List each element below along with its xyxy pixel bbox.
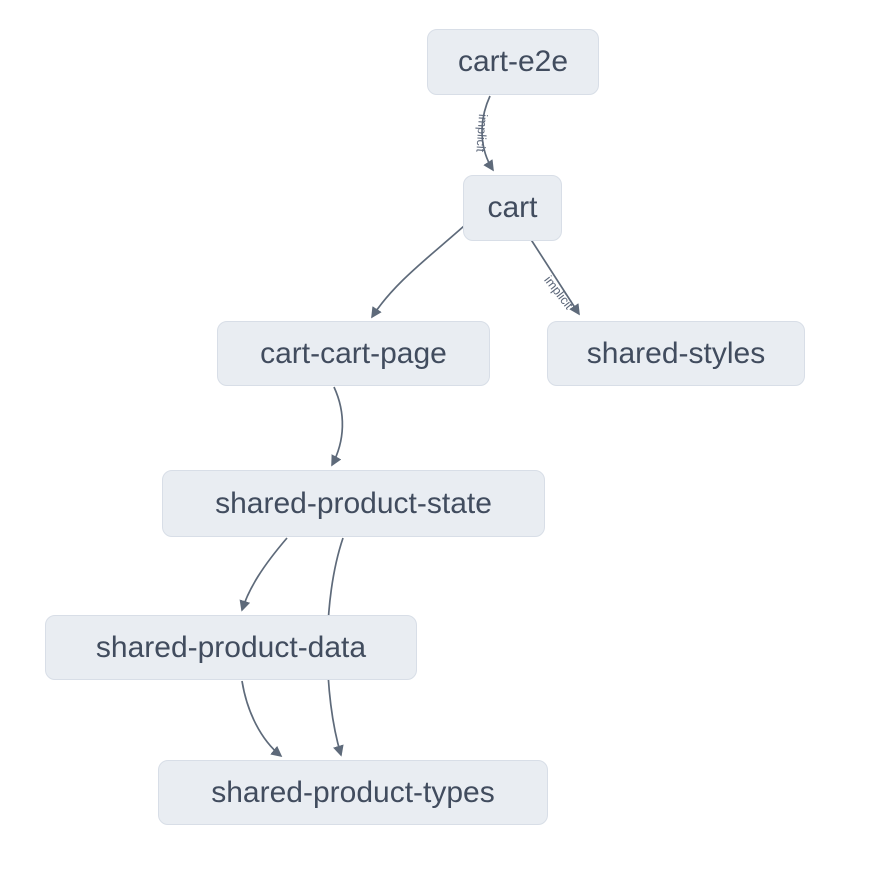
edge-cart-cart-page-to-shared-product-state xyxy=(331,386,344,467)
edge-cart-e2e-to-cart xyxy=(481,95,494,172)
edge-label-implicit-cart-e2e: implicit xyxy=(473,114,490,154)
node-shared-styles[interactable]: shared-styles xyxy=(547,321,805,386)
edge-cart-to-shared-styles xyxy=(529,237,580,316)
edge-label-implicit-shared-styles: implicit xyxy=(541,273,576,312)
node-shared-product-state[interactable]: shared-product-state xyxy=(162,470,545,537)
edge-shared-product-data-to-shared-product-types xyxy=(241,680,283,758)
edge-shared-product-state-to-shared-product-data xyxy=(239,537,288,612)
edge-cart-to-cart-cart-page xyxy=(371,225,465,319)
node-shared-product-data[interactable]: shared-product-data xyxy=(45,615,417,680)
node-cart-cart-page[interactable]: cart-cart-page xyxy=(217,321,490,386)
node-shared-product-types[interactable]: shared-product-types xyxy=(158,760,548,825)
node-cart-e2e[interactable]: cart-e2e xyxy=(427,29,599,95)
node-cart[interactable]: cart xyxy=(463,175,562,241)
